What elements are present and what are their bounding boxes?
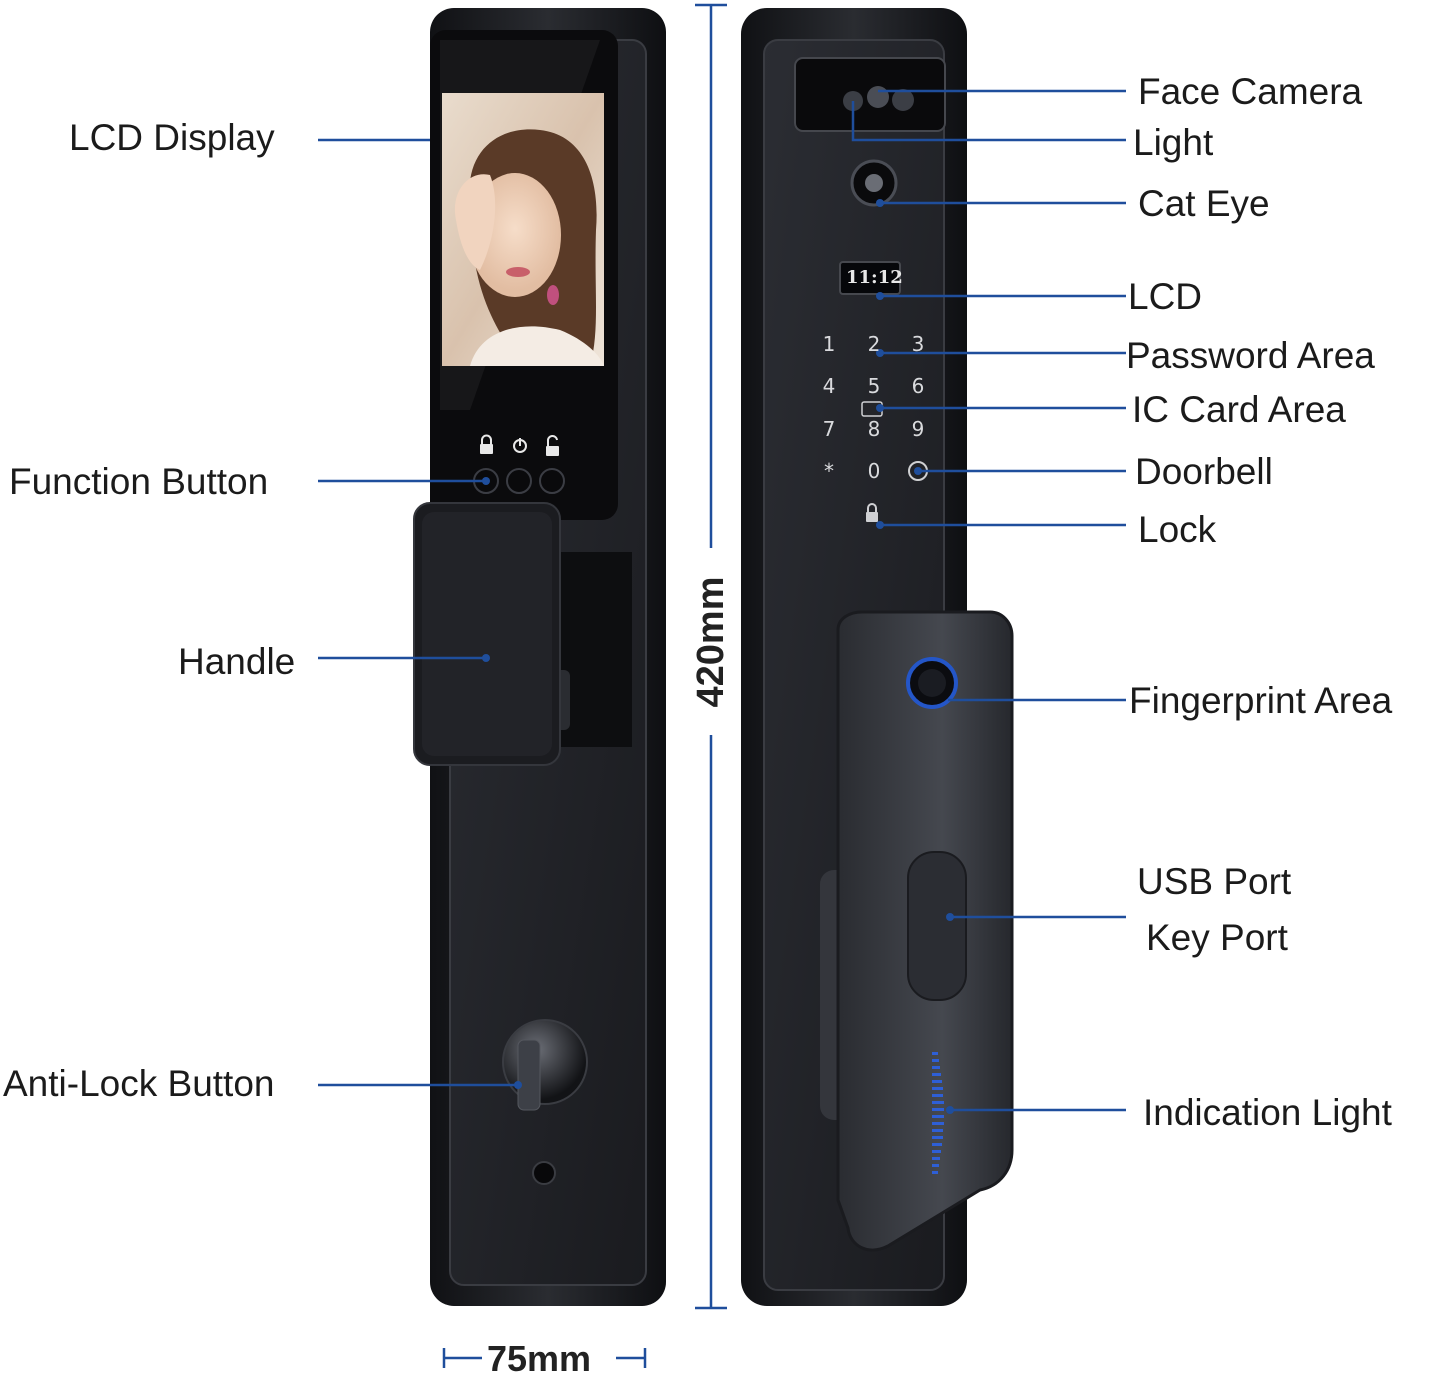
keypad-key: * — [824, 459, 834, 483]
indicator-bar — [932, 1087, 943, 1090]
keypad-key: 7 — [822, 417, 836, 441]
indicator-bar — [932, 1150, 941, 1153]
label-usb-port: USB Port — [1137, 861, 1292, 902]
label-cat-eye: Cat Eye — [1138, 183, 1270, 224]
indicator-bar — [932, 1066, 940, 1069]
lcd-time: 11:12 — [846, 267, 903, 288]
indicator-bar — [932, 1080, 942, 1083]
indicator-bar — [932, 1108, 944, 1111]
indicator-bar — [932, 1052, 938, 1055]
indicator-bar — [932, 1136, 943, 1139]
indicator-bar — [932, 1073, 941, 1076]
keypad-icons — [861, 401, 928, 522]
bottom-screw-hole — [532, 1161, 556, 1185]
height-dimension-line — [695, 3, 727, 1310]
label-function-button: Function Button — [9, 461, 269, 502]
indicator-bar — [932, 1115, 944, 1118]
label-indication-light: Indication Light — [1143, 1092, 1392, 1133]
label-fingerprint-area: Fingerprint Area — [1129, 680, 1393, 721]
label-face-camera: Face Camera — [1138, 71, 1363, 112]
indication-light-bars — [932, 1052, 944, 1174]
indicator-bar — [932, 1129, 943, 1132]
keypad-key: 3 — [911, 332, 925, 356]
label-ic-card-area: IC Card Area — [1132, 389, 1346, 430]
dimension-height: 420mm — [690, 576, 732, 708]
keypad-key: 8 — [867, 417, 881, 441]
keypad-key: 2 — [867, 332, 881, 356]
dimension-width: 75mm — [487, 1338, 592, 1379]
keypad-key: 6 — [911, 374, 925, 398]
leader-light — [851, 101, 1126, 142]
keypad-key: 9 — [911, 417, 925, 441]
label-key-port: Key Port — [1146, 917, 1288, 958]
label-anti-lock-button: Anti-Lock Button — [3, 1063, 275, 1104]
cat-eye-lens — [850, 159, 898, 207]
face-camera-module — [794, 57, 946, 132]
function-buttons — [473, 434, 565, 494]
label-light: Light — [1133, 122, 1214, 163]
indicator-bar — [932, 1143, 942, 1146]
label-lock: Lock — [1138, 509, 1217, 550]
lcd-display-screen — [442, 93, 604, 366]
small-lcd-window — [839, 261, 901, 295]
label-handle: Handle — [178, 641, 296, 682]
indicator-bar — [932, 1094, 943, 1097]
keypad-key: 0 — [867, 459, 881, 483]
anti-lock-knob — [502, 1019, 588, 1111]
right-handle — [820, 610, 1014, 1252]
indicator-bar — [932, 1171, 938, 1174]
indicator-bar — [932, 1164, 939, 1167]
indicator-bar — [932, 1059, 939, 1062]
label-doorbell: Doorbell — [1135, 451, 1273, 492]
indicator-bar — [932, 1157, 940, 1160]
label-password-area: Password Area — [1126, 335, 1375, 376]
width-dimension-line — [442, 1348, 647, 1368]
indicator-bar — [932, 1122, 944, 1125]
keypad-key: 1 — [822, 332, 836, 356]
left-handle — [413, 502, 632, 766]
leader-dots — [482, 199, 954, 1114]
fingerprint-sensor — [906, 657, 958, 709]
indicator-bar — [932, 1101, 944, 1104]
label-lcd-display: LCD Display — [69, 117, 275, 158]
keypad-key: 4 — [822, 374, 836, 398]
leader-lines — [318, 89, 1126, 1112]
label-lcd: LCD — [1128, 276, 1203, 317]
keypad-key: 5 — [867, 374, 881, 398]
